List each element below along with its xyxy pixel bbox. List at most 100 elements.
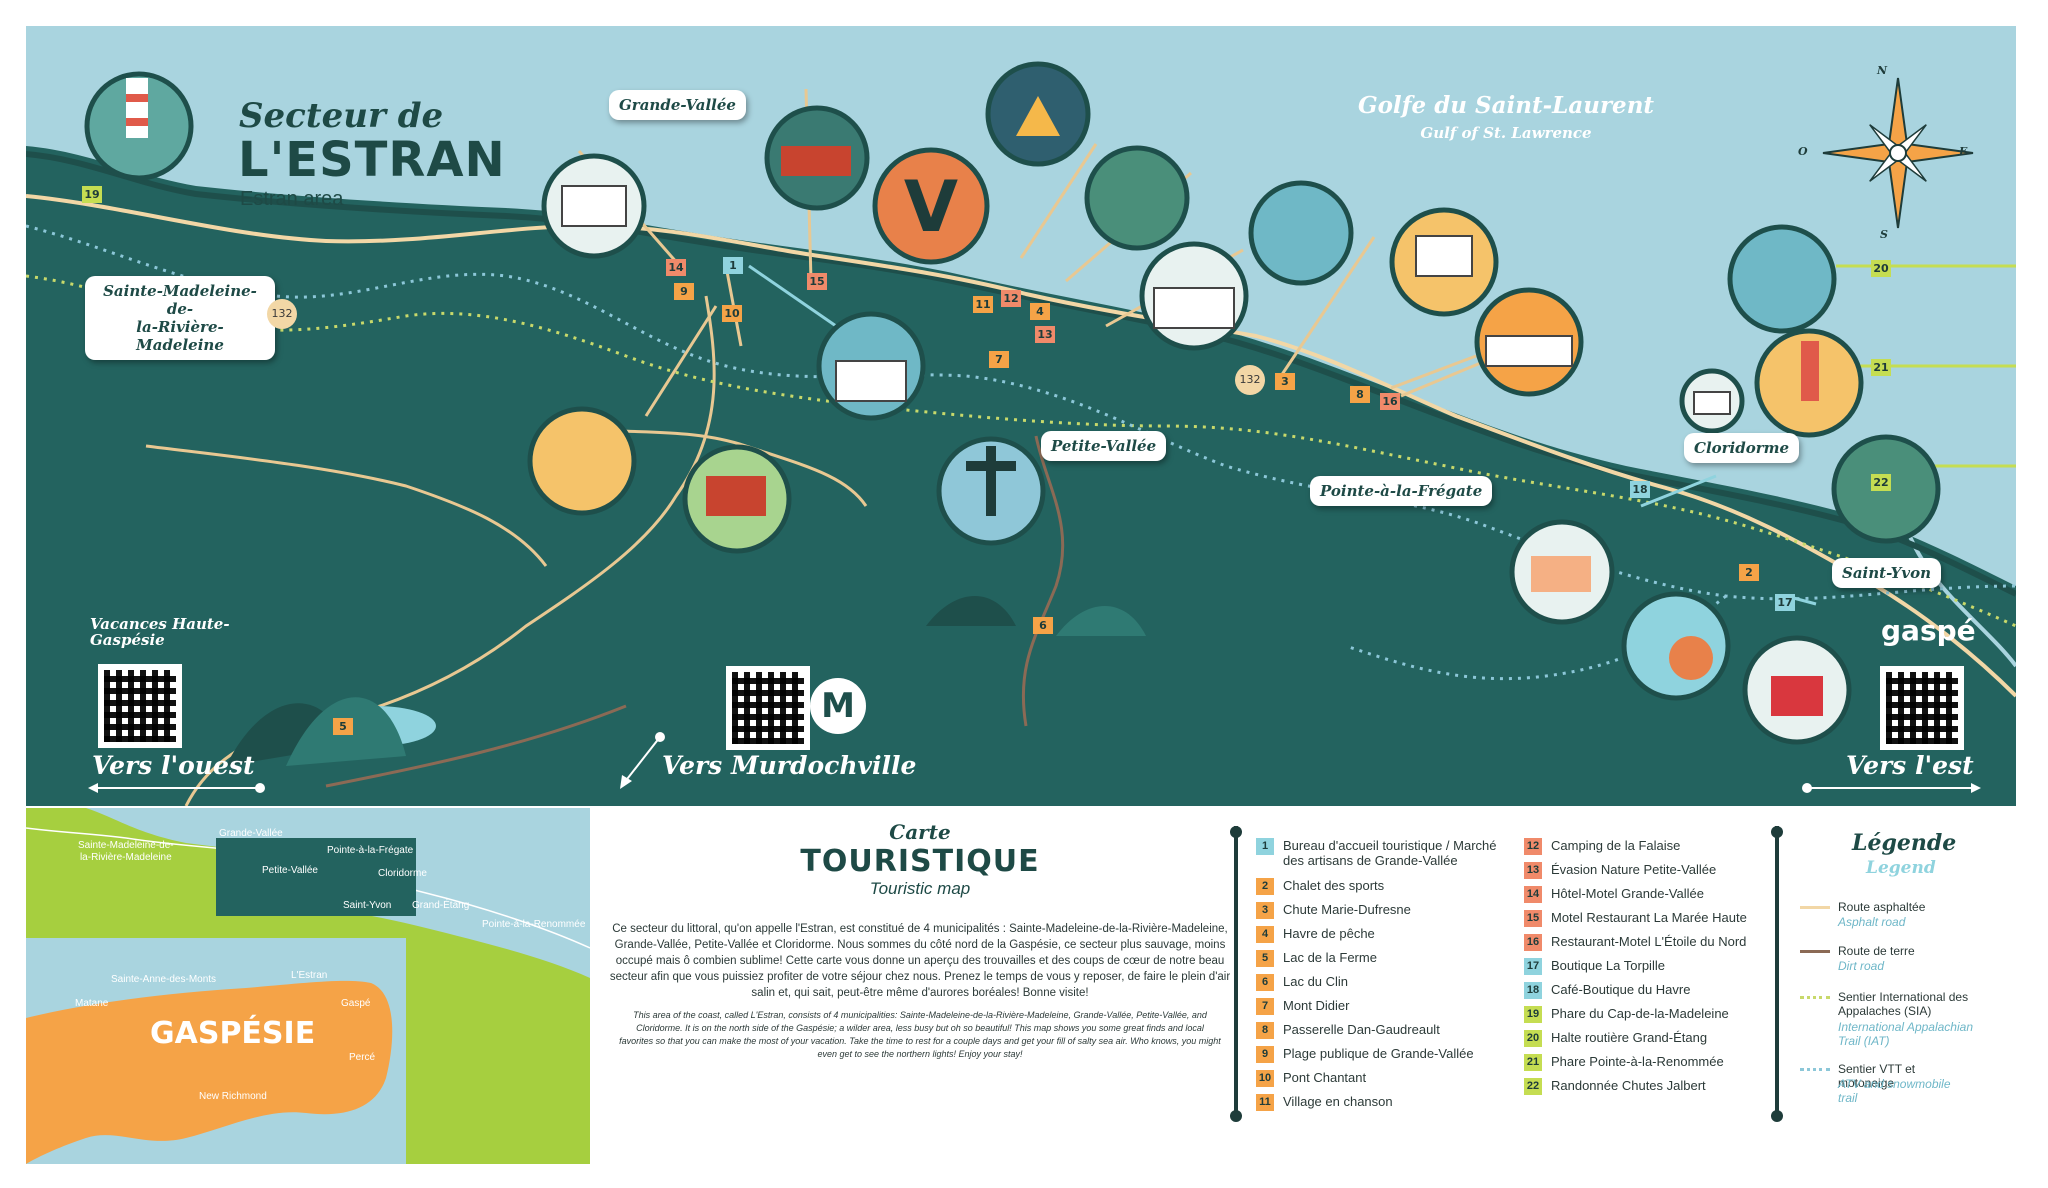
divider-dot-top <box>1230 826 1242 838</box>
marker-15[interactable]: 15 <box>807 273 827 290</box>
marker-17[interactable]: 17 <box>1775 594 1795 611</box>
poi-list-item[interactable]: 10 Pont Chantant <box>1256 1070 1506 1094</box>
legend-label-en: Asphalt road <box>1838 915 1906 929</box>
marker-18[interactable]: 18 <box>1630 481 1650 498</box>
inset-canvas <box>26 808 590 1164</box>
poi-label: Village en chanson <box>1283 1094 1393 1109</box>
carte-title-top: Carte <box>889 820 951 844</box>
marker-21[interactable]: 21 <box>1871 359 1891 376</box>
marker-14[interactable]: 14 <box>666 259 686 276</box>
direction-east[interactable]: Vers l'est <box>1846 751 1974 780</box>
marker-22[interactable]: 22 <box>1871 474 1891 491</box>
direction-west[interactable]: Vers l'ouest <box>92 751 255 780</box>
marker-1[interactable]: 1 <box>723 257 743 274</box>
place-label-sainte-madeleine: Sainte-Madeleine-de- la-Rivière-Madelein… <box>85 276 275 360</box>
marker-11[interactable]: 11 <box>973 296 993 313</box>
poi-number-badge: 21 <box>1524 1054 1542 1071</box>
divider-dot-top-r <box>1771 826 1783 838</box>
poi-label: Évasion Nature Petite-Vallée <box>1551 862 1717 877</box>
compass-n: N <box>1877 64 1888 77</box>
poi-number-badge: 20 <box>1524 1030 1542 1047</box>
marker-10[interactable]: 10 <box>722 305 742 322</box>
place-label-cloridorme: Cloridorme <box>1684 433 1800 463</box>
poi-number-badge: 3 <box>1256 902 1274 919</box>
place-label-saint-yvon: Saint-Yvon <box>1832 558 1941 588</box>
poi-label: Restaurant-Motel L'Étoile du Nord <box>1551 934 1747 949</box>
poi-number-badge: 16 <box>1524 934 1542 951</box>
poi-number-badge: 18 <box>1524 982 1542 999</box>
marker-4[interactable]: 4 <box>1030 303 1050 320</box>
marker-6[interactable]: 6 <box>1033 617 1053 634</box>
poi-label: Mont Didier <box>1283 998 1350 1013</box>
marker-19[interactable]: 19 <box>82 186 102 203</box>
inset-label-pointe-renommee: Pointe-à-la-Renommée <box>482 919 586 930</box>
direction-murdochville[interactable]: Vers Murdochville <box>662 751 917 780</box>
poi-label: Plage publique de Grande-Vallée <box>1283 1046 1474 1061</box>
poi-label: Phare du Cap-de-la-Madeleine <box>1551 1006 1729 1021</box>
marker-20[interactable]: 20 <box>1871 260 1891 277</box>
arrow-right-icon <box>1802 783 1981 793</box>
main-map: V <box>26 26 2016 806</box>
marker-8[interactable]: 8 <box>1350 386 1370 403</box>
legend-label-en: Dirt road <box>1838 959 1885 973</box>
murdochville-logo-icon: M <box>810 678 866 734</box>
map-title-en: Estran area <box>240 188 344 210</box>
poi-number-badge: 10 <box>1256 1070 1274 1087</box>
marker-9[interactable]: 9 <box>674 283 694 300</box>
inset-label-petite-vallee: Petite-Vallée <box>262 865 318 876</box>
poi-number-badge: 8 <box>1256 1022 1274 1039</box>
marker-2[interactable]: 2 <box>1739 564 1759 581</box>
highway-shield-132-east: 132 <box>1235 365 1265 395</box>
qr-code-west-icon[interactable] <box>98 664 182 748</box>
compass-e: E <box>1959 145 1968 158</box>
inset-label-pointe-a-la-fregate: Pointe-à-la-Frégate <box>327 845 414 856</box>
poi-number-badge: 15 <box>1524 910 1542 927</box>
divider-dot-bottom-r <box>1771 1110 1783 1122</box>
map-canvas: V <box>26 26 2016 806</box>
inset-label-saint-yvon: Saint-Yvon <box>343 900 392 911</box>
legend-title: Légende <box>1852 830 1957 856</box>
list-divider-right <box>1775 826 1779 1116</box>
place-label-grande-vallee: Grande-Vallée <box>609 90 746 120</box>
marker-16[interactable]: 16 <box>1380 393 1400 410</box>
qr-code-east-icon[interactable] <box>1880 666 1964 750</box>
marker-13[interactable]: 13 <box>1035 326 1055 343</box>
highway-132 <box>26 194 2016 698</box>
marker-5[interactable]: 5 <box>333 718 353 735</box>
marker-12[interactable]: 12 <box>1001 290 1021 307</box>
carte-fr-text: Ce secteur du littoral, qu'on appelle l'… <box>609 923 1231 999</box>
list-divider-left <box>1234 826 1238 1116</box>
marker-3[interactable]: 3 <box>1275 373 1295 390</box>
poi-label: Havre de pêche <box>1283 926 1375 941</box>
qr-code-center-icon[interactable] <box>726 666 810 750</box>
place-label-petite-vallee: Petite-Vallée <box>1041 431 1167 461</box>
carte-title-main: TOURISTIQUE <box>800 844 1040 879</box>
poi-number-badge: 17 <box>1524 958 1542 975</box>
poi-label: Pont Chantant <box>1283 1070 1367 1085</box>
poi-list-item[interactable]: 16 Restaurant-Motel L'Étoile du Nord <box>1524 934 1774 958</box>
marker-7[interactable]: 7 <box>989 351 1009 368</box>
